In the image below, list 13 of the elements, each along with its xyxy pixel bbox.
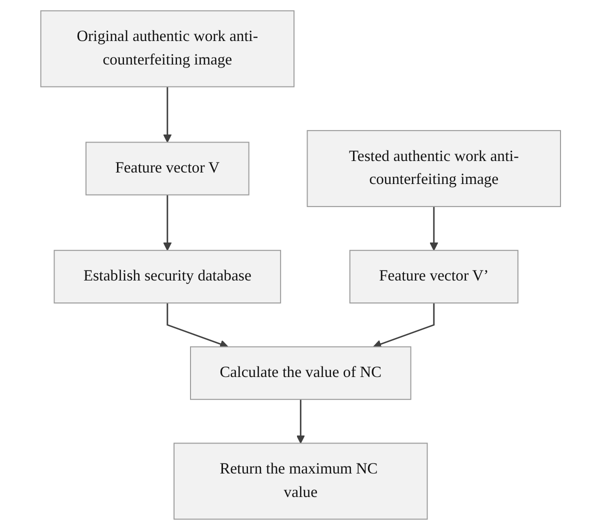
- node-box: Calculate the value of NC: [190, 346, 412, 400]
- node-box: Feature vector V’: [349, 250, 518, 304]
- node-box: Return the maximum NC value: [173, 442, 428, 520]
- node-box: Tested authentic work anti-counterfeiting image: [306, 130, 561, 208]
- arrow: [162, 86, 172, 143]
- arrow: [372, 302, 434, 348]
- node-box: Feature vector V: [85, 142, 250, 196]
- arrow: [162, 194, 172, 251]
- arrow: [166, 302, 228, 348]
- node-box: Original authentic work anti-counterfeiting image: [40, 10, 294, 88]
- arrow: [296, 399, 305, 444]
- node-box: Establish security database: [54, 250, 281, 304]
- arrow: [429, 206, 438, 251]
